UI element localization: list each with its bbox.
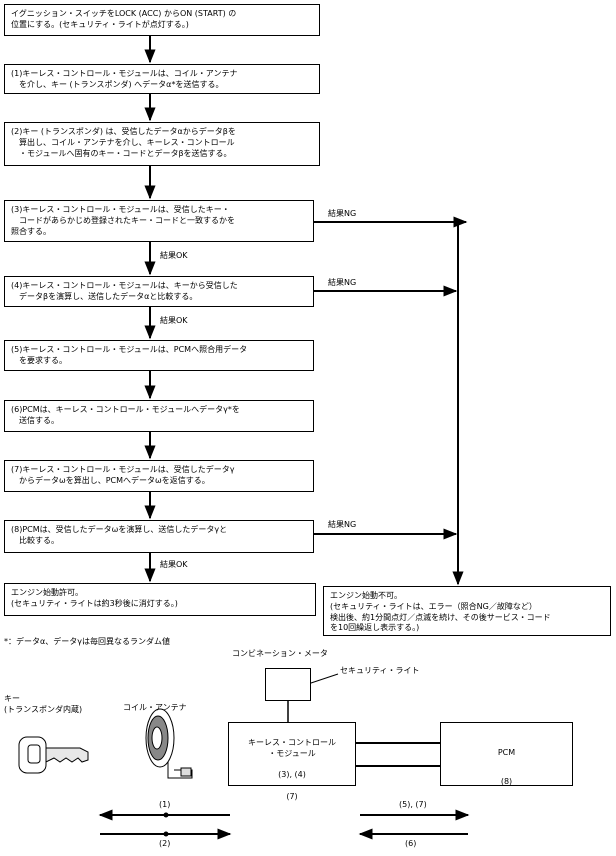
result-ok-label: 結果OK	[160, 251, 188, 260]
engine-start-ng-box: エンジン始動不可。 (セキュリティ・ライトは、エラー（照合NG／故障など） 検出…	[323, 586, 611, 636]
key-icon	[18, 736, 89, 774]
arrow-5-7-label: (5), (7)	[399, 800, 427, 809]
key-label: キー (トランスポンダ内蔵)	[4, 694, 83, 714]
keyless-module-label: キーレス・コントロール ・モジュール	[248, 737, 336, 758]
footnote: *：データα、データγは毎回異なるランダム値	[4, 637, 171, 646]
arrow-1-label: (1)	[159, 800, 171, 809]
combination-meter-label: コンビネーション・メータ	[232, 649, 328, 658]
step-8-box: (8)PCMは、受信したデータωを演算し、送信したデータγと 比較する。	[4, 520, 314, 553]
security-light-label: セキュリティ・ライト	[340, 666, 420, 675]
arrow-2-label: (2)	[159, 839, 171, 848]
step-1-box: (1)キーレス・コントロール・モジュールは、コイル・アンテナ を介し、キー (ト…	[4, 64, 320, 94]
step-2-box: (2)キー (トランスポンダ) は、受信したデータαからデータβを 算出し、コイ…	[4, 122, 320, 166]
pcm-box: PCM (8)	[440, 722, 573, 786]
result-ng-label: 結果NG	[328, 520, 357, 529]
step-5-box: (5)キーレス・コントロール・モジュールは、PCMへ照合用データ を要求する。	[4, 340, 314, 371]
coil-antenna-icon	[145, 708, 193, 779]
result-ok-label: 結果OK	[160, 316, 188, 325]
antenna-point	[163, 812, 169, 818]
pcm-label: PCM	[497, 747, 516, 757]
combination-meter-box	[265, 668, 311, 701]
keyless-module-steps-a: (3), (4)	[278, 770, 306, 780]
arrow-6-label: (6)	[405, 839, 417, 848]
coil-antenna-label: コイル・アンテナ	[123, 703, 187, 712]
keyless-module-steps-b: (7)	[286, 791, 298, 801]
step-3-box: (3)キーレス・コントロール・モジュールは、受信したキー・ コードがあらかじめ登…	[4, 200, 314, 242]
result-ng-label: 結果NG	[328, 278, 357, 287]
step-ignition-box: イグニッション・スイッチをLOCK (ACC) からON (START) の 位…	[4, 4, 320, 36]
step-7-box: (7)キーレス・コントロール・モジュールは、受信したデータγ からデータωを算出…	[4, 460, 314, 492]
engine-start-ok-box: エンジン始動許可。 (セキュリティ・ライトは約3秒後に消灯する。)	[4, 583, 316, 616]
result-ng-label: 結果NG	[328, 209, 357, 218]
keyless-control-module-box: キーレス・コントロール ・モジュール (3), (4) (7)	[228, 722, 356, 801]
step-6-box: (6)PCMは、キーレス・コントロール・モジュールへデータγ*を 送信する。	[4, 400, 314, 432]
pcm-step: (8)	[500, 777, 513, 787]
antenna-point	[163, 831, 169, 837]
result-ok-label: 結果OK	[160, 560, 188, 569]
step-4-box: (4)キーレス・コントロール・モジュールは、キーから受信した データβを演算し、…	[4, 276, 314, 307]
